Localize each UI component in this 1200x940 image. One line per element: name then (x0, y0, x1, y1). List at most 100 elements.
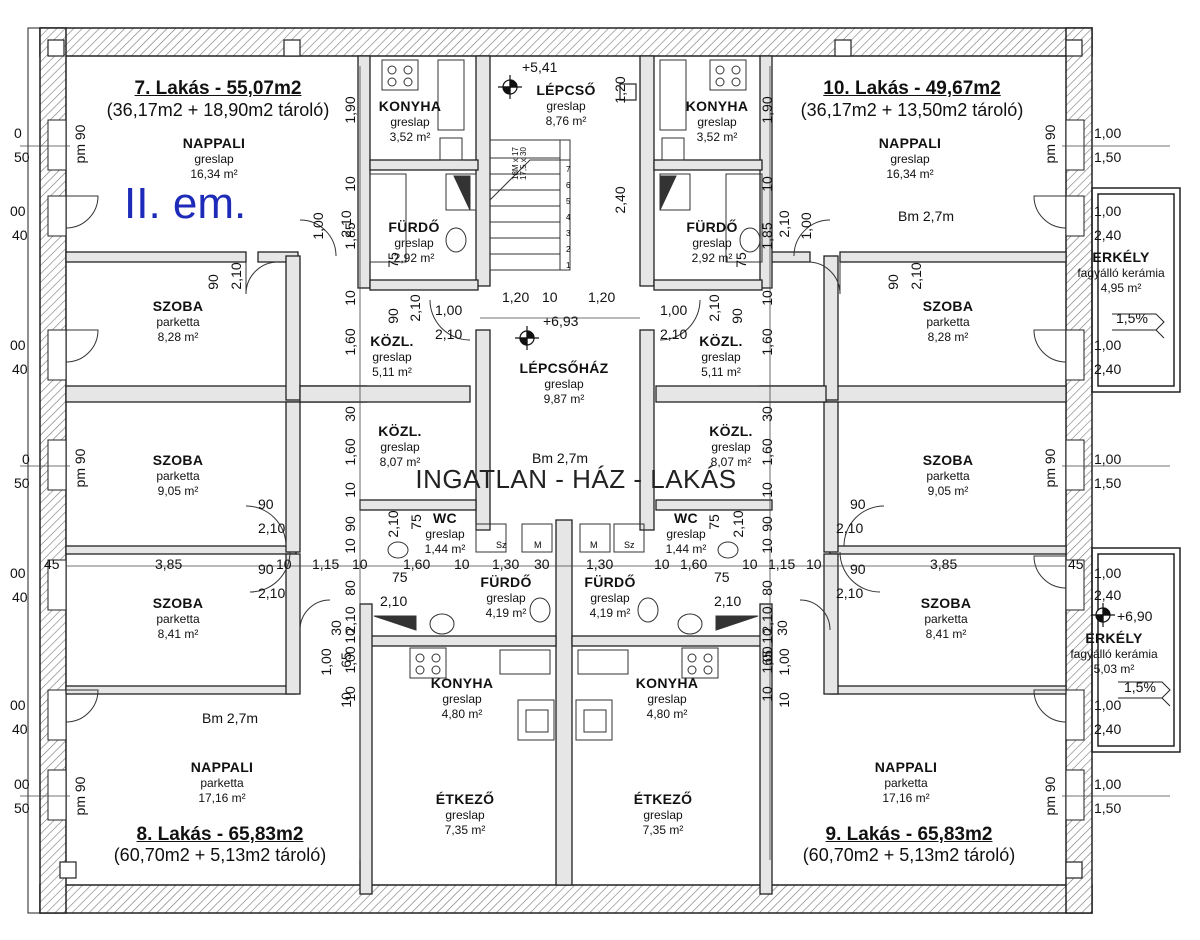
dimension-label: 10 (806, 556, 822, 572)
dimension-label: 00 (10, 565, 26, 581)
dimension-label: 40 (12, 361, 28, 377)
fixture-label-sz: Sz (496, 540, 507, 550)
dimension-label: 1,50 (1094, 475, 1122, 491)
dimension-label: 1,60 (680, 556, 708, 572)
dimension-label: 1,60 (342, 438, 358, 466)
interior-walls (65, 55, 1067, 895)
dimension-label: 90 (850, 496, 866, 512)
height-marker-label: +6,90 (1117, 608, 1153, 624)
dimension-label: 90 (205, 274, 221, 290)
unit-title: 8. Lakás - 65,83m2 (136, 824, 304, 845)
dimension-label: 2,10 (380, 593, 408, 609)
dimension-label: 2,10 (836, 585, 864, 601)
fixture-label-sz: Sz (624, 540, 635, 550)
dimension-label: 1,30 (492, 556, 520, 572)
dimension-label: 0 (22, 451, 30, 467)
dimension-label: 10 (276, 556, 292, 572)
dimension-label: 1,00 (310, 212, 326, 240)
dimension-label: 10 (654, 556, 670, 572)
height-marker-label: +5,41 (522, 59, 558, 75)
balconies (1091, 187, 1181, 753)
dimension-label: 10 (759, 686, 775, 702)
dimension-label: 30 (342, 406, 358, 422)
dimension-label: 30 (328, 620, 344, 636)
dimension-label: 1,00 (1094, 776, 1122, 792)
dimension-label: 10 (342, 290, 358, 306)
dimension-label: 50 (14, 475, 30, 491)
dimension-label: 2,40 (1094, 587, 1122, 603)
dimension-label: 90 (258, 561, 274, 577)
dimension-label: 10 (342, 538, 358, 554)
dimension-label: 50 (14, 149, 30, 165)
dimension-label: 2,10 (706, 294, 722, 322)
bathroom-fixtures (369, 173, 763, 635)
dimension-label: 1,00 (1094, 125, 1122, 141)
stair-step-5: 5 (566, 197, 571, 206)
dimension-label: 1,00 (776, 648, 792, 676)
dimension-label: 1,20 (588, 289, 616, 305)
fixture-label-m: M (534, 540, 542, 550)
dimension-label: 1,00 (1094, 203, 1122, 219)
dimension-label: 80 (342, 580, 358, 596)
dimension-label: 10 (542, 289, 558, 305)
dimension-label: 75 (714, 569, 730, 585)
bm-label: Bm 2,7m (898, 208, 955, 224)
dimension-label: 1,15 (768, 556, 796, 572)
dimension-label: 2,10 (776, 210, 792, 238)
dimension-label: 1,00 (435, 302, 463, 318)
dimension-label: 10 (759, 538, 775, 554)
dimension-label: 10 (342, 628, 358, 644)
unit-subtitle: (36,17m2 + 13,50m2 tároló) (800, 100, 1024, 120)
dimension-label: 1,90 (342, 96, 358, 124)
dimension-label: 00 (10, 337, 26, 353)
dimension-label: 1,00 (1094, 565, 1122, 581)
wall-pillars (47, 39, 1083, 879)
dimension-label: 10 (759, 290, 775, 306)
dimension-label: 2,10 (258, 585, 286, 601)
dimension-label: 3,85 (930, 556, 958, 572)
slope-label: 1,5% (1124, 679, 1156, 695)
dimension-label: 2,10 (836, 520, 864, 536)
stair-step-1: 1 (566, 261, 571, 270)
dimension-label: 40 (12, 721, 28, 737)
dimension-label: 2,10 (714, 593, 742, 609)
dimension-label: 75 (706, 514, 722, 530)
dimension-label: 10 (742, 556, 758, 572)
dimension-label: 1,00 (1094, 337, 1122, 353)
unit-title: 7. Lakás - 55,07m2 (134, 78, 302, 99)
doors (65, 195, 1067, 723)
dimension-label: 10 (759, 482, 775, 498)
dimension-label: 10 (759, 176, 775, 192)
dimension-label: 1,30 (586, 556, 614, 572)
dimension-label: 1,60 (403, 556, 431, 572)
dimension-label: 90 (850, 561, 866, 577)
dimension-label: 1,90 (759, 96, 775, 124)
unit-subtitle: (36,17m2 + 18,90m2 tároló) (106, 100, 330, 120)
dimension-label: pm 90 (1042, 124, 1058, 164)
dimension-label: 10 (342, 176, 358, 192)
stair-step-6: 6 (566, 181, 571, 190)
dimension-label: 90 (258, 496, 274, 512)
slope-arrows (1112, 313, 1171, 707)
dimension-label: 2,10 (407, 294, 423, 322)
dimension-label: 2,10 (730, 510, 746, 538)
watermark: INGATLAN - HÁZ - LAKÁS (415, 464, 737, 494)
dimension-label: 2,10 (228, 262, 244, 290)
dimension-label: 75 (385, 252, 401, 268)
dimension-label: 1,60 (342, 328, 358, 356)
